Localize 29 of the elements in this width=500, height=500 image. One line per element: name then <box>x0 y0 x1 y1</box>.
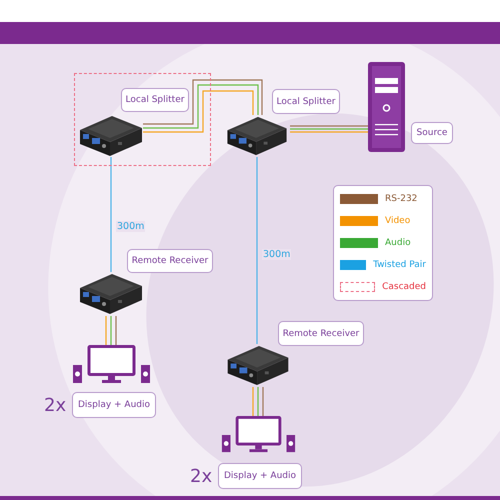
edge-label: 300m <box>262 249 292 260</box>
quantity-label: 2x <box>44 397 66 415</box>
cable-line <box>256 157 258 344</box>
edge-label: 300m <box>116 221 146 232</box>
cable-line <box>110 157 112 272</box>
legend-label: Twisted Pair <box>373 260 426 270</box>
legend-label: Audio <box>385 238 411 248</box>
label-box: Display + Audio <box>72 392 156 418</box>
cable-line <box>290 131 368 133</box>
cable-line <box>105 316 107 345</box>
cable-line <box>143 90 254 133</box>
cable-line <box>290 128 368 130</box>
quantity-label: 2x <box>190 468 212 486</box>
cable-line <box>257 387 259 416</box>
cable-line <box>252 387 254 416</box>
label-box: Remote Receiver <box>127 249 213 273</box>
legend-label: Video <box>385 216 410 226</box>
cable-line <box>115 316 117 345</box>
legend-label: RS-232 <box>385 194 418 204</box>
label-box: Display + Audio <box>218 463 302 489</box>
cable-line <box>262 387 264 416</box>
cable-line <box>290 125 368 127</box>
legend-label: Cascaded <box>382 282 426 292</box>
label-box: Local Splitter <box>121 88 189 112</box>
cable-line <box>110 316 112 345</box>
label-box: Remote Receiver <box>278 321 364 346</box>
label-box: Local Splitter <box>272 89 340 114</box>
label-box: Source <box>411 122 453 144</box>
cascade-region <box>74 73 211 166</box>
